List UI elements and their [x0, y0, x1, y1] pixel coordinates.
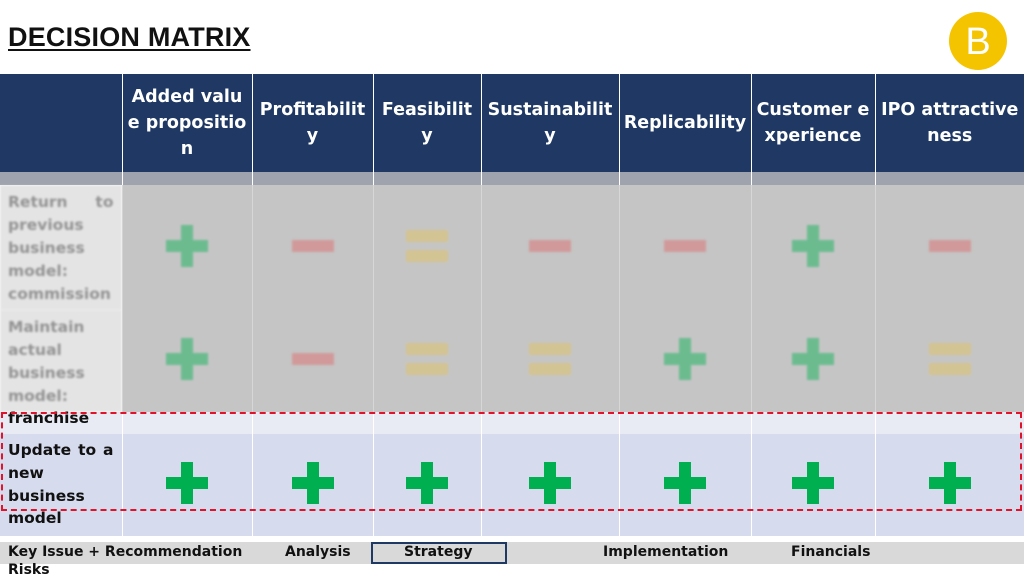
rating-cell [121, 185, 252, 310]
option-row-3: Update to a new business [0, 434, 1024, 536]
rating-equal [405, 337, 449, 381]
equal-icon [406, 229, 448, 262]
rating-cell [480, 310, 619, 412]
column-header: Profitability [251, 74, 373, 172]
plus-icon [529, 462, 571, 504]
rating-cell [251, 434, 373, 536]
rating-cell [874, 434, 1024, 536]
rating-cell [618, 434, 751, 536]
nav-active-indicator [371, 542, 507, 564]
column-header: Added value proposition [121, 74, 252, 172]
rating-plus [791, 224, 835, 268]
minus-icon [928, 239, 971, 252]
nav-item-key-issue[interactable]: Key Issue + Recommendation [8, 544, 243, 560]
brand-logo: B [949, 12, 1007, 70]
rating-minus [291, 337, 335, 381]
rating-cell [121, 310, 252, 412]
rating-cell [874, 185, 1024, 310]
column-header: Replicability [618, 74, 751, 172]
rating-plus [165, 337, 209, 381]
equal-icon [406, 343, 448, 375]
decision-matrix-table: Added value proposition Profitability Fe… [0, 74, 1024, 536]
rating-plus [405, 461, 449, 505]
nav-item-risks[interactable]: Risks [8, 562, 50, 575]
rating-plus [791, 461, 835, 505]
row-label-overflow: franchise [8, 409, 90, 427]
equal-icon [928, 343, 971, 375]
option-row-1: Return to previous business model: commi… [0, 185, 1024, 310]
equal-icon [529, 343, 571, 375]
minus-icon [291, 239, 334, 252]
rating-cell [372, 310, 481, 412]
nav-item-analysis[interactable]: Analysis [285, 544, 351, 560]
corner-cell [0, 74, 122, 172]
row-label-overflow: model [8, 509, 62, 527]
rating-plus [663, 461, 707, 505]
rating-equal [928, 337, 972, 381]
header-row: Added value proposition Profitability Fe… [0, 74, 1024, 172]
rating-cell [480, 434, 619, 536]
row-label: Maintain actual business model: [0, 310, 122, 412]
nav-item-strategy[interactable]: Strategy [404, 544, 473, 560]
minus-icon [664, 239, 706, 252]
rating-cell [251, 185, 373, 310]
rating-equal [528, 337, 572, 381]
rating-cell [372, 434, 481, 536]
rating-minus [928, 224, 972, 268]
plus-icon [406, 462, 448, 504]
logo-letter-icon: B [965, 21, 990, 63]
plus-icon [166, 338, 208, 380]
rating-minus [291, 224, 335, 268]
option-row-2: Maintain actual business model: [0, 310, 1024, 412]
rating-plus [165, 461, 209, 505]
plus-icon [166, 462, 208, 504]
row-label: Update to a new business [0, 434, 122, 536]
rating-cell [121, 434, 252, 536]
column-header: Sustainability [480, 74, 619, 172]
rating-plus [528, 461, 572, 505]
minus-icon [529, 239, 571, 252]
rating-plus [928, 461, 972, 505]
bottom-nav-bar: Key Issue + Recommendation Analysis Stra… [0, 542, 1024, 564]
rating-equal [405, 224, 449, 268]
page-title: DECISION MATRIX [8, 22, 251, 52]
svg-text:B: B [965, 21, 990, 63]
rating-cell [618, 185, 751, 310]
plus-icon [664, 462, 706, 504]
plus-icon [166, 224, 208, 267]
rating-cell [618, 310, 751, 412]
separator-row [0, 172, 1024, 185]
rating-cell [874, 310, 1024, 412]
plus-icon [792, 462, 834, 504]
rating-plus [791, 337, 835, 381]
rating-plus [291, 461, 335, 505]
rating-plus [165, 224, 209, 268]
rating-cell [750, 185, 875, 310]
rating-cell [251, 310, 373, 412]
gap-row [0, 412, 1024, 434]
plus-icon [928, 462, 971, 504]
column-header: Customer experience [750, 74, 875, 172]
plus-icon [291, 462, 334, 504]
column-header: Feasibility [372, 74, 481, 172]
rating-cell [750, 434, 875, 536]
plus-icon [792, 224, 834, 267]
rating-plus [663, 337, 707, 381]
row-label: Return to previous business model: commi… [0, 185, 122, 310]
rating-minus [528, 224, 572, 268]
nav-item-financials[interactable]: Financials [791, 544, 871, 560]
plus-icon [792, 338, 834, 380]
rating-cell [750, 310, 875, 412]
rating-minus [663, 224, 707, 268]
rating-cell [480, 185, 619, 310]
minus-icon [291, 353, 334, 365]
column-header: IPO attractiveness [874, 74, 1024, 172]
rating-cell [372, 185, 481, 310]
plus-icon [664, 338, 706, 380]
nav-item-implementation[interactable]: Implementation [603, 544, 729, 560]
